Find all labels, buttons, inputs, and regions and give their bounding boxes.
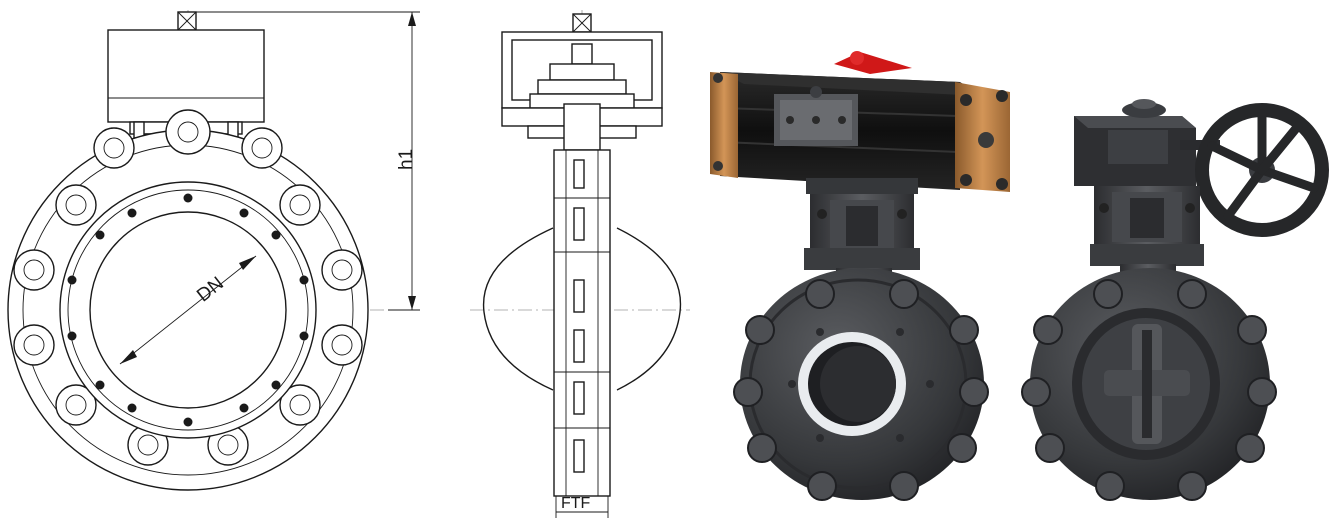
side-view-drawing: FTF xyxy=(470,10,690,518)
front-view-drawing: DN h1 xyxy=(7,10,420,491)
front-lugs xyxy=(13,109,363,466)
pneumatic-actuator-valve-render xyxy=(710,51,1010,501)
retainer-bolts xyxy=(67,193,309,427)
side-lug-slots xyxy=(554,159,610,473)
ftf-label: FTF xyxy=(561,495,591,512)
h1-label: h1 xyxy=(396,149,417,170)
red-position-indicator xyxy=(834,52,912,74)
gearbox-handwheel-valve-render xyxy=(1021,99,1329,501)
